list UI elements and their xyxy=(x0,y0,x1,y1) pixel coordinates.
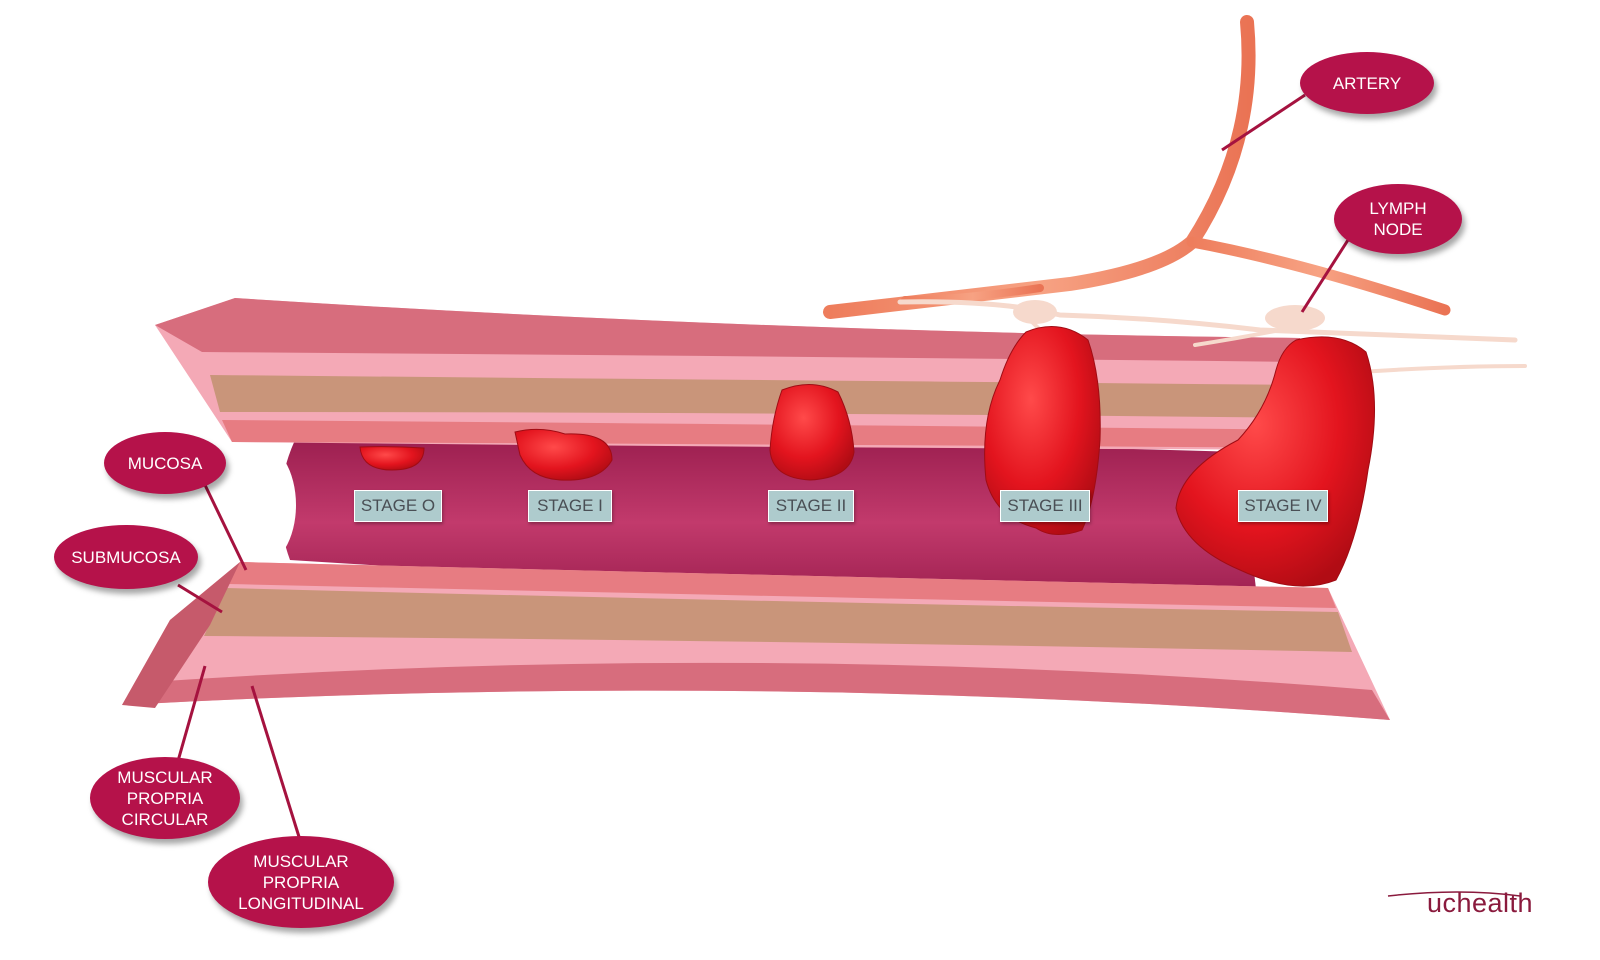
submucosa-callout: SUBMUCOSA xyxy=(54,525,198,589)
leader-muscular-longitudinal xyxy=(250,685,302,841)
lymph-node-1 xyxy=(1013,300,1057,324)
leader-artery xyxy=(1221,93,1306,152)
leader-lines xyxy=(174,93,1350,841)
lymph-node-label: LYMPH NODE xyxy=(1369,199,1427,239)
stage-label-2: STAGE II xyxy=(768,490,854,522)
stage-label-3: STAGE III xyxy=(1000,490,1090,522)
brand-text: uchealth xyxy=(1426,888,1534,918)
mucosa-label: MUCOSA xyxy=(127,453,203,473)
tumor-stage-2 xyxy=(769,384,855,481)
stage-label-1: STAGE I xyxy=(528,490,612,522)
artery-label: ARTERY xyxy=(1332,73,1402,93)
muscular-propria-longitudinal-label: MUSCULAR PROPRIA LONGITUDINAL xyxy=(238,851,364,913)
submucosa-label: SUBMUCOSA xyxy=(71,547,181,567)
lumen-opening xyxy=(220,443,296,567)
leader-muscular-circular xyxy=(174,665,207,769)
leader-mucosa xyxy=(203,484,248,571)
tumor-stage-3 xyxy=(984,326,1101,535)
muscular-propria-circular-label: MUSCULAR PROPRIA CIRCULAR xyxy=(117,767,213,829)
brand-logo: uchealth xyxy=(1400,888,1560,934)
tumor-stage-1 xyxy=(514,428,613,481)
leader-lymph-node xyxy=(1300,239,1350,313)
artery-callout: ARTERY xyxy=(1300,52,1434,114)
muscular-propria-circular-callout: MUSCULAR PROPRIA CIRCULAR xyxy=(90,757,240,839)
tumor-stage-0 xyxy=(359,446,425,471)
stage-label-0: STAGE O xyxy=(354,490,442,522)
lymph-node-callout: LYMPH NODE xyxy=(1334,184,1462,254)
leader-submucosa xyxy=(177,583,223,614)
tumor-stage-4 xyxy=(1175,336,1376,587)
mucosa-callout: MUCOSA xyxy=(104,432,226,494)
brand-swoosh xyxy=(1387,891,1521,897)
stage-label-4: STAGE IV xyxy=(1238,490,1328,522)
muscular-propria-longitudinal-callout: MUSCULAR PROPRIA LONGITUDINAL xyxy=(208,836,394,928)
lower-wall xyxy=(122,562,1390,720)
lymph-node-2 xyxy=(1265,305,1325,331)
